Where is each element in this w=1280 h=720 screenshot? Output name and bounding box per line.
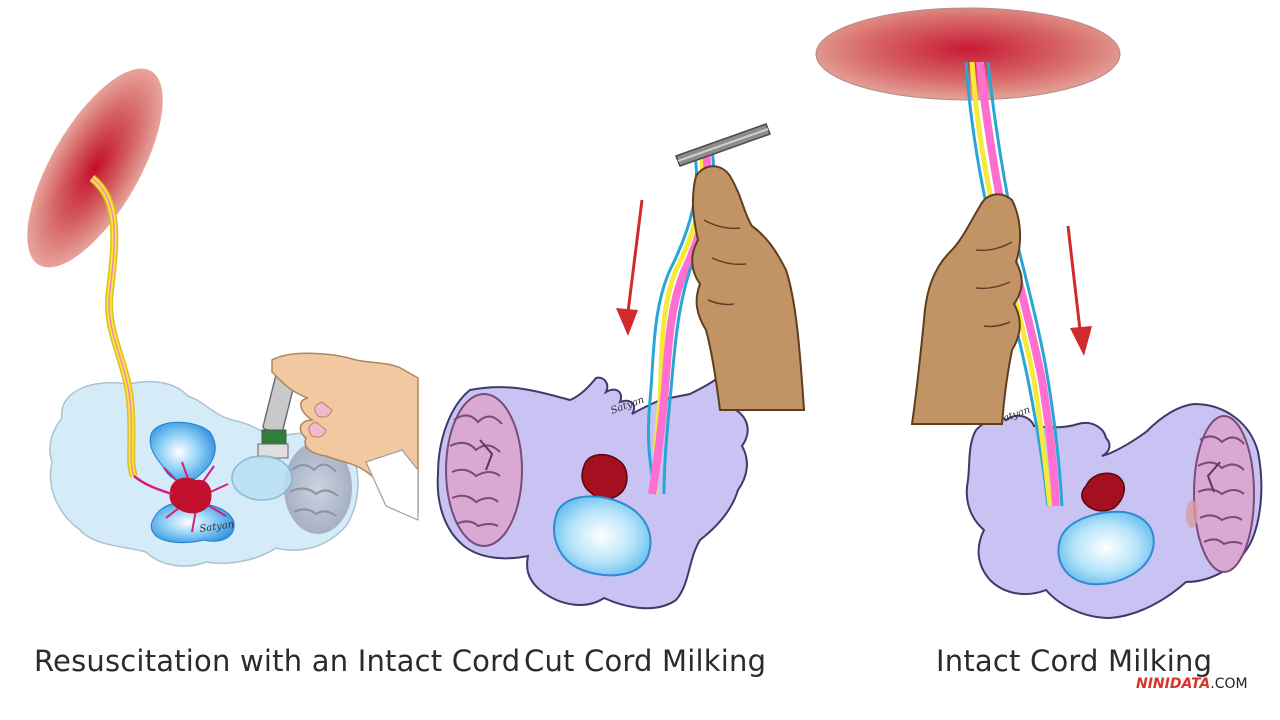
laryngoscope: [231, 368, 298, 501]
milking-hand: [910, 193, 1023, 425]
panel-resuscitation-intact-cord: Satyan: [27, 68, 419, 567]
panel-cut-cord-milking: Satyan: [436, 123, 806, 610]
watermark-brand: NINIDATA: [1136, 676, 1211, 692]
watermark: NINIDATA.COM: [1136, 676, 1248, 692]
brain: [284, 442, 352, 534]
placenta: [27, 68, 163, 268]
downward-arrow: [616, 199, 644, 336]
hand-with-glove: [271, 352, 419, 521]
heart-with-vessels: [163, 461, 229, 533]
umbilical-cord: [89, 174, 173, 496]
milking-hand: [691, 165, 806, 411]
heart: [581, 453, 628, 500]
lung-upper: [149, 421, 216, 483]
panel-intact-cord-milking: Satyan: [815, 7, 1263, 620]
caption-resuscitation-intact-cord: Resuscitation with an Intact Cord: [34, 644, 521, 678]
stomach: [553, 495, 652, 577]
downward-arrow: [1066, 225, 1092, 356]
caption-cut-cord-milking: Cut Cord Milking: [524, 644, 767, 678]
caption-intact-cord-milking: Intact Cord Milking: [936, 644, 1213, 678]
brain: [445, 393, 523, 547]
stomach: [1057, 510, 1155, 586]
heart: [1081, 472, 1125, 512]
artist-signature: Satyan: [199, 519, 235, 535]
watermark-tld: .COM: [1210, 676, 1248, 692]
infant-body-outline: [49, 380, 359, 567]
brain: [1186, 415, 1255, 573]
cord-clamp: [675, 123, 771, 167]
